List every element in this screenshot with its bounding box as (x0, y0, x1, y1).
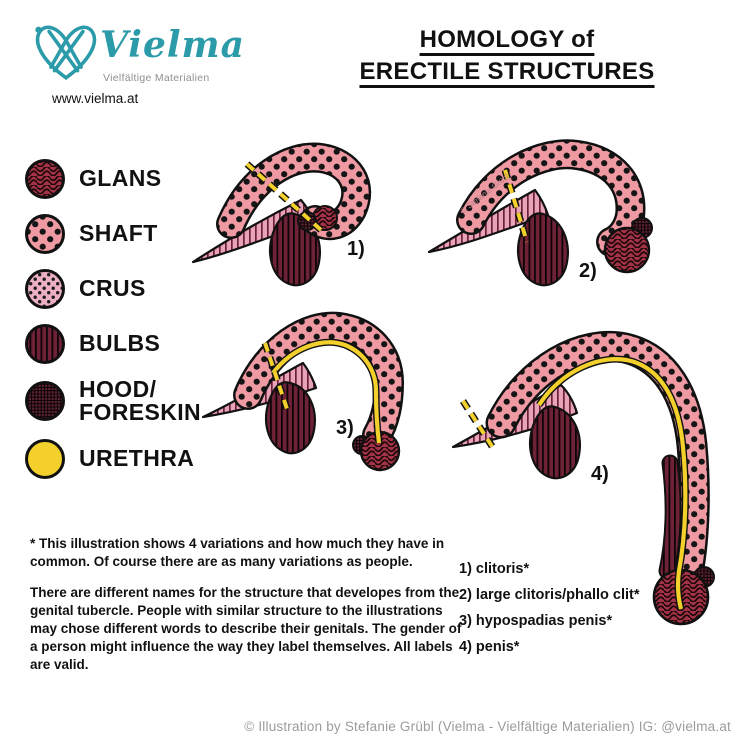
legend: GLANS SHAFT CRUS (24, 158, 201, 480)
page-title: HOMOLOGY of ERECTILE STRUCTURES (352, 24, 662, 89)
brand-subtitle: Vielfältige Materialien (103, 72, 210, 84)
glans-shape (603, 226, 651, 274)
legend-label: SHAFT (79, 220, 158, 247)
variant-label-2: 2) large clitoris/phallo clit* (459, 587, 640, 603)
cut-line (503, 169, 529, 243)
figure-4-number: 4) (591, 463, 609, 485)
figure-3-drawing (201, 311, 405, 472)
figure-2-drawing: © Stefanie Grübl (427, 139, 653, 287)
variant-label-4: 4) penis* (459, 639, 520, 655)
spongiosum-shape (660, 456, 680, 578)
vielma-logo-icon (35, 25, 97, 80)
legend-item-shaft: SHAFT (24, 213, 201, 255)
legend-label: HOOD/ FORESKIN (79, 376, 202, 426)
copyright-line: © Illustration by Stefanie Grübl (Vielma… (244, 719, 731, 734)
legend-label: CRUS (79, 275, 146, 302)
shaft-swatch-icon (25, 214, 65, 254)
cut-line (461, 399, 497, 453)
legend-item-hood-foreskin: HOOD/ FORESKIN (24, 376, 202, 426)
note-naming: There are different names for the struct… (30, 585, 462, 673)
cut-line (263, 342, 289, 410)
bulb-shape (529, 405, 581, 480)
bulbs-swatch-icon (25, 324, 65, 364)
figure-1: 1) (183, 118, 398, 298)
brand-name: Vielma (100, 24, 245, 66)
bulb-shape (517, 212, 569, 287)
hood-swatch-icon (25, 381, 65, 422)
crus-swatch-icon (25, 269, 65, 309)
legend-label: BULBS (79, 330, 161, 357)
figure-1-drawing (191, 142, 372, 287)
urethra-line (537, 357, 688, 610)
figure-3-number: 3) (336, 417, 354, 439)
variant-label-3: 3) hypospadias penis* (459, 613, 613, 629)
legend-label: GLANS (79, 165, 162, 192)
page-title-line1: HOMOLOGY of (419, 26, 595, 53)
brand-website: www.vielma.at (52, 91, 139, 106)
legend-item-crus: CRUS (24, 268, 201, 310)
figure-4: 4) (443, 323, 745, 658)
legend-item-urethra: URETHRA (24, 438, 201, 480)
figure-2: © Stefanie Grübl 2) (413, 122, 688, 307)
figure-3: 3) (193, 303, 433, 498)
legend-item-bulbs: BULBS (24, 323, 201, 365)
figure-2-number: 2) (579, 260, 597, 282)
legend-item-glans: GLANS (24, 158, 201, 200)
shaft-shape (235, 314, 402, 448)
urethra-line (271, 340, 382, 444)
shaft-shape (488, 333, 708, 586)
urethra-swatch-icon (25, 438, 65, 479)
cut-line (245, 162, 323, 232)
glans-swatch-icon (25, 159, 65, 199)
legend-label: URETHRA (79, 445, 195, 472)
page-title-line2: ERECTILE STRUCTURES (359, 58, 655, 86)
note-variations: * This illustration shows 4 variations a… (30, 536, 445, 570)
variant-label-1: 1) clitoris* (459, 561, 530, 577)
bulb-shape (265, 381, 316, 455)
figure-4-drawing (451, 331, 715, 626)
variant-label-list: 1) clitoris* 2) large clitoris/phallo cl… (459, 561, 640, 665)
notes: * This illustration shows 4 variations a… (30, 535, 468, 675)
figure-1-number: 1) (347, 238, 365, 260)
